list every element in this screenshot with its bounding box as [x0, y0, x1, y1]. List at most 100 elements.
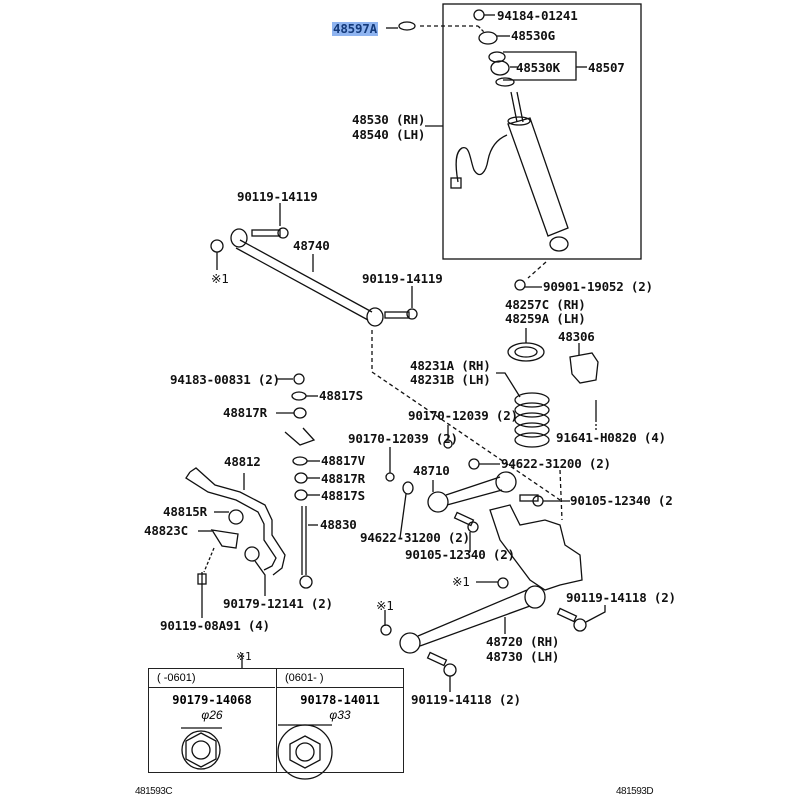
- part-label-48231B-lh[interactable]: 48231B (LH): [410, 372, 491, 387]
- upper-arm-bushing-left: [427, 491, 449, 513]
- note-table-column-late: (0601- ) 90178-14011 φ33: [276, 669, 403, 772]
- bolt-90119-08A91: [197, 573, 207, 585]
- part-label-90119-14119-b[interactable]: 90119-14119: [362, 271, 443, 286]
- part-label-48817V[interactable]: 48817V: [321, 453, 365, 468]
- dash-48823C: [203, 547, 215, 573]
- part-label-48823C[interactable]: 48823C: [144, 523, 188, 538]
- note-table-column-early: ( -0601) 90179-14068 φ26: [149, 669, 275, 772]
- shock-absorber-group-box: [442, 3, 642, 260]
- part-label-94183-00831[interactable]: 94183-00831 (2): [170, 372, 280, 387]
- stabilizer-bracket: [284, 427, 316, 446]
- bracket-48507: [503, 51, 577, 81]
- part-label-48530K[interactable]: 48530K: [516, 60, 560, 75]
- part-label-48720-rh[interactable]: 48720 (RH): [486, 634, 560, 649]
- bolt-90119-14119-b: [384, 311, 410, 319]
- part-label-48812[interactable]: 48812: [224, 454, 261, 469]
- coil-spring: [514, 392, 550, 448]
- dash-shock-bolt: [527, 261, 547, 279]
- upper-arm-bottom: [446, 489, 503, 506]
- part-label-48530-rh[interactable]: 48530 (RH): [352, 112, 426, 127]
- nut-drawing-33-inner: [295, 742, 315, 762]
- part-label-48740[interactable]: 48740: [293, 238, 330, 253]
- bolt-90105-a: [519, 494, 539, 502]
- part-label-48507[interactable]: 48507: [588, 60, 625, 75]
- cushion-48817V: [292, 456, 308, 466]
- part-label-48817R-a[interactable]: 48817R: [223, 405, 267, 420]
- lateral-rod-bushing-left: [230, 228, 248, 248]
- note-table-diameter-26: φ26: [201, 708, 223, 722]
- note-marker-1-b: ※1: [452, 574, 470, 589]
- shock-top-cap: [507, 116, 531, 126]
- lateral-rod-bottom: [235, 247, 369, 321]
- washer-94622-b: [402, 481, 414, 495]
- nut-note1-c: [380, 624, 392, 636]
- part-label-94184-01241[interactable]: 94184-01241: [497, 8, 578, 23]
- nut-note1-b: [497, 577, 509, 589]
- part-label-48530G[interactable]: 48530G: [511, 28, 555, 43]
- lower-arm-bushing-right: [524, 585, 546, 609]
- bolt-90105-b: [453, 511, 475, 527]
- part-label-48306[interactable]: 48306: [558, 329, 595, 344]
- leader-94622-b: [399, 493, 407, 539]
- shock-body: [507, 117, 569, 237]
- part-label-48540-lh[interactable]: 48540 (LH): [352, 127, 426, 142]
- note-marker-1-c: ※1: [376, 598, 394, 613]
- part-label-91641-H0820[interactable]: 91641-H0820 (4): [556, 430, 666, 445]
- note-table-range-early: ( -0601): [149, 669, 275, 688]
- note-marker-1-a: ※1: [211, 271, 229, 286]
- retainer-lower: [495, 77, 515, 87]
- dash-axle-b: [371, 371, 561, 501]
- shock-connector: [450, 177, 462, 189]
- part-label-48259A-lh[interactable]: 48259A (LH): [505, 311, 586, 326]
- part-label-48830[interactable]: 48830: [320, 517, 357, 532]
- nut-94184: [473, 9, 485, 21]
- washer-94622-a: [468, 458, 480, 470]
- part-label-94622-31200-b[interactable]: 94622-31200 (2): [360, 530, 470, 545]
- shock-bottom-eye: [549, 236, 569, 252]
- nut-drawing-26-outer: [181, 730, 221, 770]
- bushing-48815R: [228, 509, 244, 525]
- note-table-part-90179-14068[interactable]: 90179-14068: [172, 693, 252, 707]
- stabilizer-bar-a: [189, 467, 286, 576]
- spring-seat: [507, 342, 545, 362]
- part-label-90119-08A91[interactable]: 90119-08A91 (4): [160, 618, 270, 633]
- part-label-90105-12340-b[interactable]: 90105-12340 (2): [405, 547, 515, 562]
- part-label-48710[interactable]: 48710: [413, 463, 450, 478]
- part-label-90170-12039-b[interactable]: 90170-12039 (2): [348, 431, 458, 446]
- part-label-90105-12340-a[interactable]: 90105-12340 (2: [570, 493, 673, 508]
- part-label-90119-14119-a[interactable]: 90119-14119: [237, 189, 318, 204]
- part-label-48730-lh[interactable]: 48730 (LH): [486, 649, 560, 664]
- note-table-part-90178-14011[interactable]: 90178-14011: [300, 693, 380, 707]
- lower-arm-bottom: [419, 605, 531, 647]
- cushion-48530K: [490, 60, 510, 76]
- leader-90179-12141: [254, 560, 266, 596]
- bolt-90119-14118-b-head: [443, 663, 457, 677]
- part-label-48231A-rh[interactable]: 48231A (RH): [410, 358, 491, 373]
- nut-note1-a: [210, 239, 224, 253]
- part-label-90119-14118-b[interactable]: 90119-14118 (2): [411, 692, 521, 707]
- nut-drawing-33-outer: [277, 724, 333, 780]
- part-label-90170-12039-a[interactable]: 90170-12039 (2): [408, 408, 518, 423]
- part-label-90119-14118-a[interactable]: 90119-14118 (2): [566, 590, 676, 605]
- spring-seat-inner: [514, 346, 538, 358]
- washer-48597A: [398, 21, 416, 31]
- bolt-90119-14118-a-head: [573, 618, 587, 632]
- nut-drawing-26-inner: [191, 740, 211, 760]
- lower-arm-bushing-left: [399, 632, 421, 654]
- link-48830-end: [299, 575, 313, 589]
- part-label-48817S-b[interactable]: 48817S: [321, 488, 365, 503]
- part-label-90901-19052[interactable]: 90901-19052 (2): [543, 279, 653, 294]
- part-label-90179-12141[interactable]: 90179-12141 (2): [223, 596, 333, 611]
- part-label-48257C-rh[interactable]: 48257C (RH): [505, 297, 586, 312]
- lateral-rod-bushing-right: [366, 307, 384, 327]
- part-label-48597A[interactable]: 48597A: [332, 21, 378, 36]
- part-label-48815R[interactable]: 48815R: [163, 504, 207, 519]
- dash-48597A-b: [477, 25, 486, 34]
- part-label-48817R-b[interactable]: 48817R: [321, 471, 365, 486]
- lower-arm-top: [417, 589, 528, 637]
- upper-arm-bushing-right: [495, 471, 517, 493]
- cushion-48817R-b: [294, 472, 308, 484]
- part-label-94622-31200-a[interactable]: 94622-31200 (2): [501, 456, 611, 471]
- part-label-48817S-a[interactable]: 48817S: [319, 388, 363, 403]
- bolt-90119-14118-a: [556, 607, 578, 623]
